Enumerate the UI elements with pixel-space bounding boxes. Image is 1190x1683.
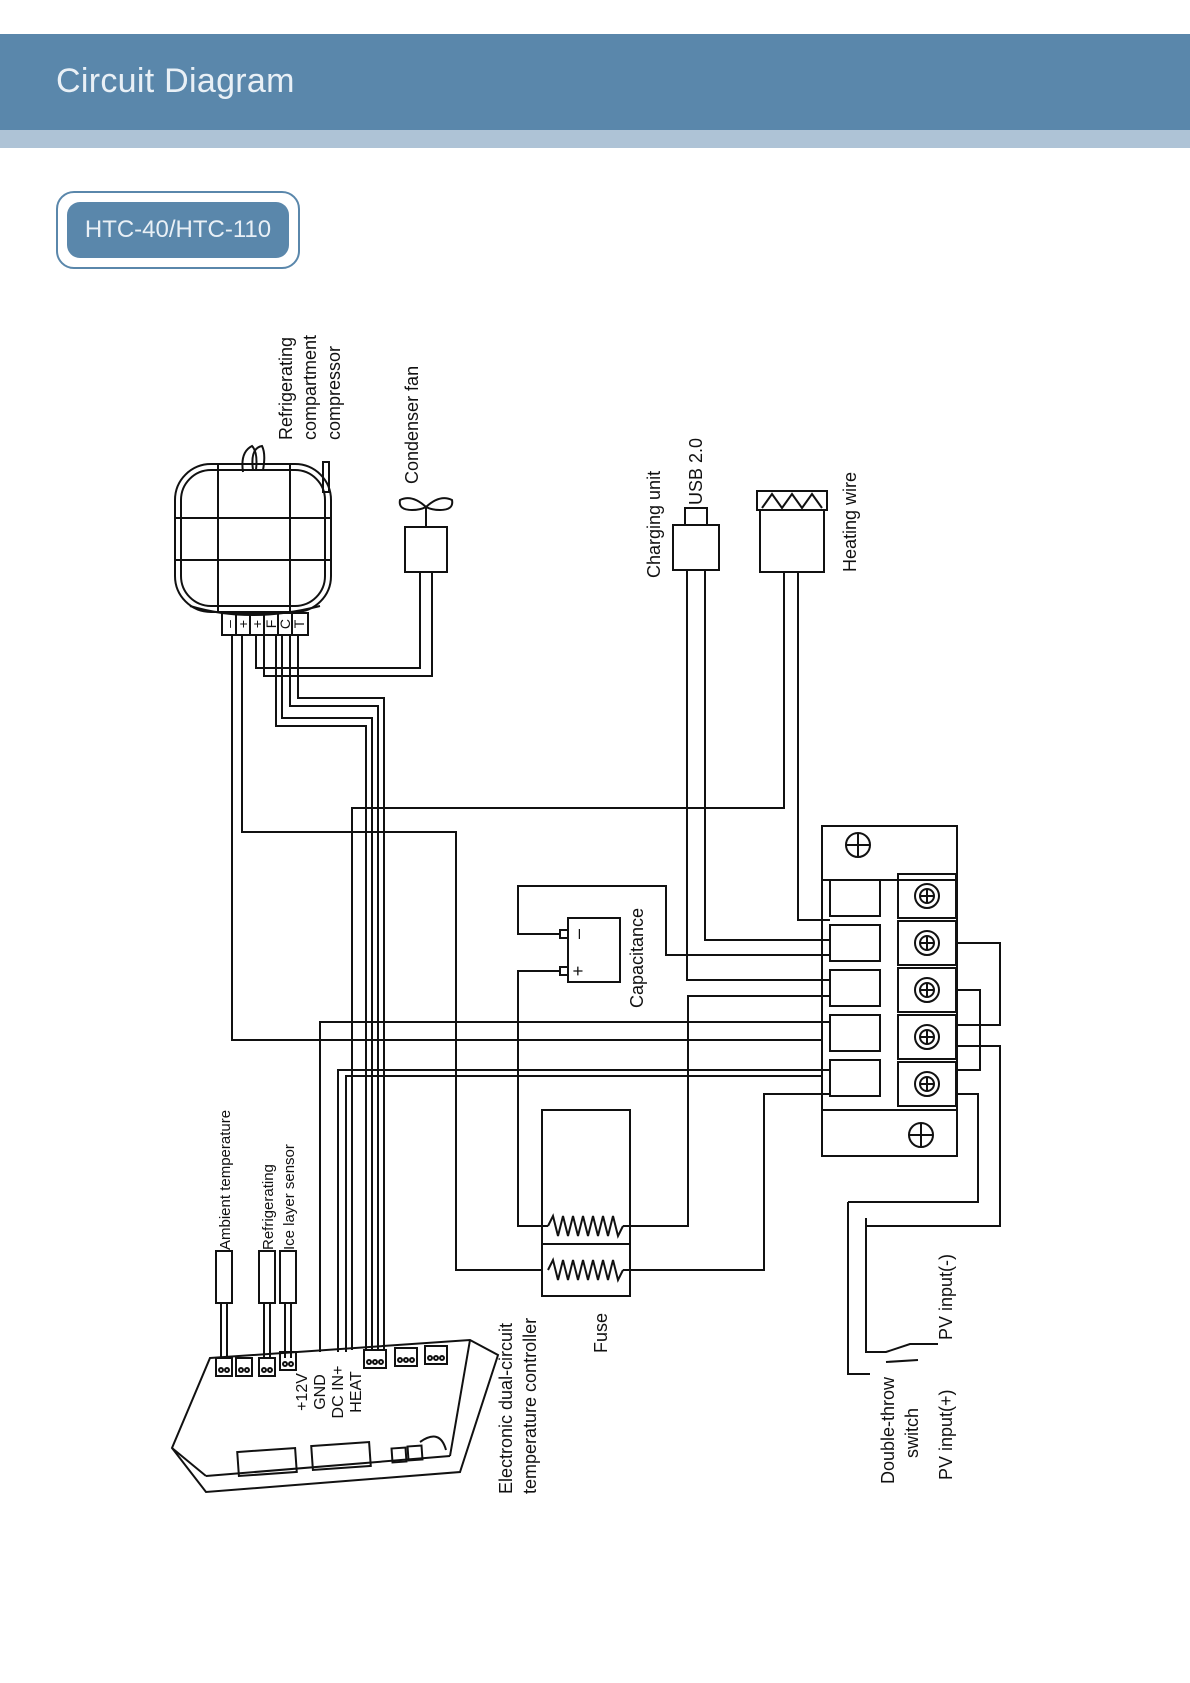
compressor-label: Refrigerating compartment compressor [276, 335, 344, 440]
pin-heat-label: HEAT [348, 1371, 365, 1413]
ambient-sensor [215, 1250, 233, 1358]
usb-label: USB 2.0 [686, 438, 706, 505]
model-badge: HTC-40/HTC-110 [56, 191, 300, 269]
temperature-controller [170, 1338, 500, 1494]
controller-label-line1: Electronic dual-circuit [496, 1323, 516, 1494]
compressor-pin-1: – [221, 620, 237, 628]
ice-layer-sensor-label: Ice layer sensor [281, 1144, 298, 1250]
charging-unit-label: Charging unit [644, 471, 664, 578]
condenser-fan [398, 497, 454, 573]
ambient-sensor-label: Ambient temperature [217, 1110, 234, 1250]
heating-wire-label: Heating wire [840, 472, 860, 572]
compressor-pin-labels: – + + F C T [221, 619, 307, 629]
ice-layer-sensor [279, 1250, 297, 1358]
capacitance-plus: + [568, 966, 588, 977]
pin-dcin-label: DC IN+ [330, 1366, 347, 1419]
compressor-pin-2: + [235, 620, 251, 628]
heating-wire [756, 490, 828, 573]
switch-label: Double-throw switch [878, 1376, 922, 1484]
charging-unit [672, 507, 720, 571]
compressor-pin-4: F [263, 620, 279, 629]
pv-plus-label: PV input(+) [936, 1389, 956, 1480]
capacitance-label: Capacitance [627, 908, 647, 1008]
pin-gnd-label: GND [312, 1374, 329, 1410]
compressor-pin-5: C [277, 619, 293, 629]
controller-label: Electronic dual-circuit temperature cont… [496, 1318, 540, 1494]
capacitance-minus: – [568, 929, 588, 939]
refrigerating-sensor [258, 1250, 276, 1358]
wiring [231, 570, 1001, 1352]
compressor-pin-3: + [249, 620, 265, 628]
compressor-pin-6: T [291, 619, 307, 628]
compressor-label-line1: Refrigerating [276, 337, 296, 440]
condenser-fan-label: Condenser fan [402, 366, 422, 484]
pv-minus-label: PV input(-) [936, 1254, 956, 1340]
terminal-block [821, 825, 958, 1157]
fuse-label: Fuse [591, 1313, 611, 1353]
switch-label-line2: switch [902, 1408, 922, 1458]
double-throw-switch [847, 1202, 938, 1375]
controller-pin-labels: +12V GND DC IN+ HEAT [294, 1366, 365, 1419]
fuse [541, 1109, 631, 1297]
header-strip [0, 130, 1190, 148]
header-bar [0, 34, 1190, 130]
refrigerating-sensor-label: Refrigerating [260, 1164, 277, 1250]
compressor [174, 444, 332, 636]
compressor-label-line3: compressor [324, 346, 344, 440]
sensor-labels: Ambient temperature Refrigerating Ice la… [217, 1110, 298, 1250]
compressor-label-line2: compartment [300, 335, 320, 440]
page-title: Circuit Diagram [56, 62, 295, 100]
model-badge-label: HTC-40/HTC-110 [67, 202, 289, 258]
switch-label-line1: Double-throw [878, 1376, 898, 1484]
controller-label-line2: temperature controller [520, 1318, 540, 1494]
pin-12v-label: +12V [294, 1373, 311, 1411]
